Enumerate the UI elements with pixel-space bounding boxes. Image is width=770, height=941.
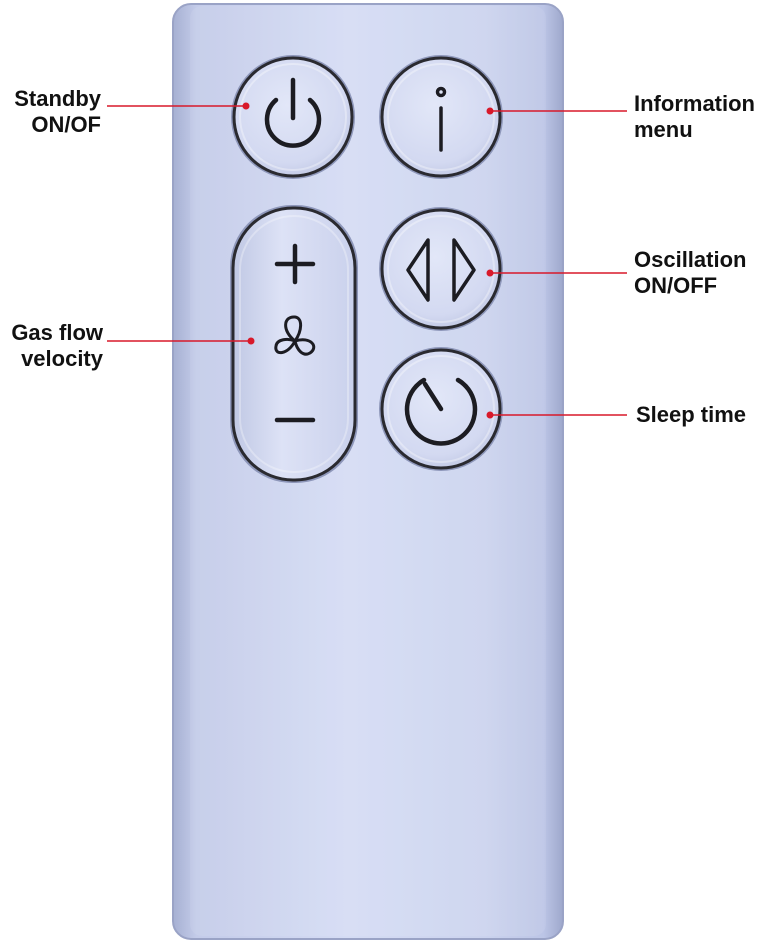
timer-icon	[404, 377, 478, 446]
standby-label-line2: ON/OF	[31, 112, 101, 137]
gas-flow-rocker[interactable]	[230, 205, 358, 483]
sleep-time-label-line1: Sleep time	[636, 402, 747, 427]
information-button[interactable]	[379, 55, 503, 179]
gas-flow-label-line2: velocity	[21, 346, 103, 371]
oscillation-label-line2: ON/OFF	[634, 273, 718, 298]
sleep-time-label: Sleep time	[636, 402, 746, 428]
oscillation-button[interactable]	[379, 207, 503, 331]
oscillation-label-line1: Oscillation	[634, 247, 747, 272]
info-icon	[435, 86, 447, 152]
sleep-timer-button[interactable]	[379, 347, 503, 471]
standby-label-line1: Standby	[14, 86, 101, 111]
gas-flow-label-line1: Gas flow	[11, 320, 103, 345]
callout-lines	[107, 102, 627, 419]
gas-flow-label: Gas flow velocity	[2, 320, 103, 372]
information-label-line1: Information	[634, 91, 755, 116]
standby-button[interactable]	[231, 55, 355, 179]
plus-icon[interactable]	[274, 243, 316, 285]
information-label-line2: menu	[634, 117, 693, 142]
power-icon	[264, 77, 322, 148]
fan-icon	[274, 315, 316, 356]
information-label: Information menu	[634, 91, 755, 143]
oscillation-arrows-icon	[406, 238, 476, 302]
standby-label: Standby ON/OF	[4, 86, 101, 138]
oscillation-label: Oscillation ON/OFF	[634, 247, 746, 299]
